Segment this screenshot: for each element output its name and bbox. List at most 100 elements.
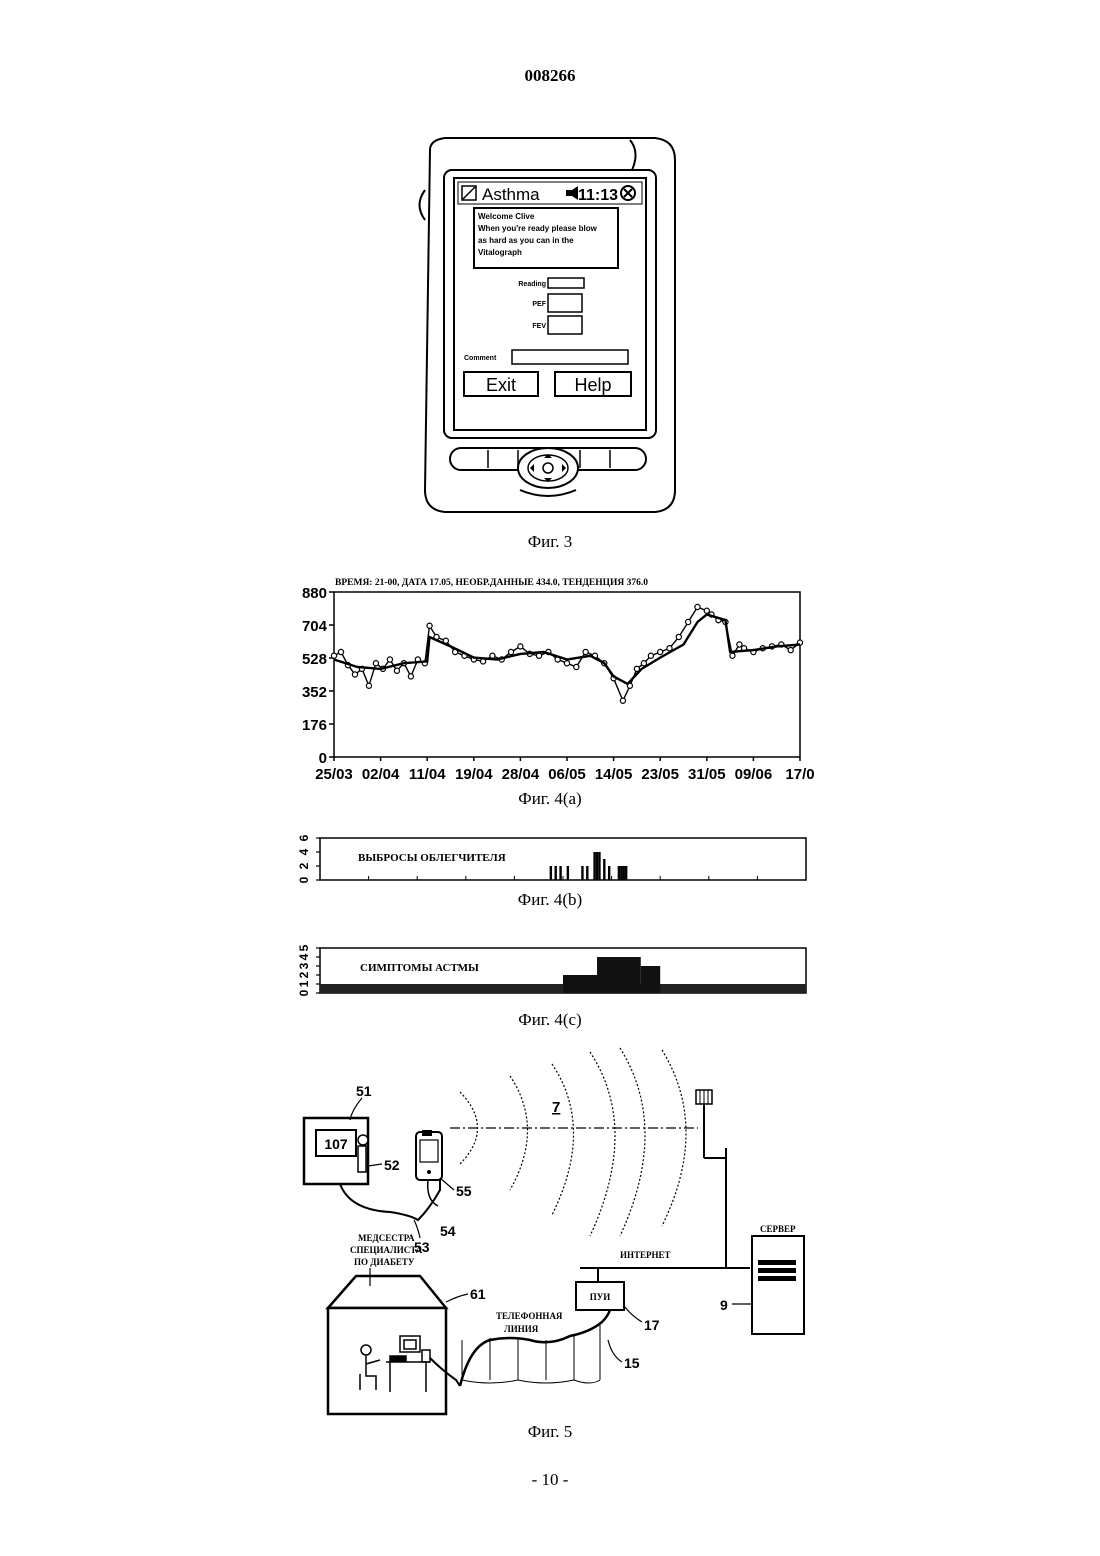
y-tick-label: 1 (297, 980, 311, 987)
y-tick-label: 704 (302, 618, 328, 635)
data-point (408, 674, 413, 679)
clock: 11:13 (578, 187, 618, 204)
nurse-label-2: СПЕЦИАЛИСТА (350, 1245, 423, 1255)
reliever-bar (550, 866, 552, 880)
fig3-caption: Фиг. 3 (400, 532, 700, 552)
data-point (574, 664, 579, 669)
x-tick-label: 06/05 (548, 766, 586, 783)
close-icon[interactable] (621, 186, 635, 200)
fig4b-label: ВЫБРОСЫ ОБЛЕГЧИТЕЛЯ (358, 852, 506, 864)
ref-15: 15 (624, 1355, 640, 1371)
data-point (704, 608, 709, 613)
y-tick-label: 2 (297, 862, 311, 869)
comment-field[interactable] (512, 350, 628, 364)
nurse-office-building (328, 1276, 446, 1414)
ref-7: 7 (552, 1099, 560, 1116)
symptom-bar (597, 957, 641, 993)
reading-field[interactable] (548, 278, 584, 288)
data-point (730, 653, 735, 658)
app-title: Asthma (482, 185, 540, 204)
ref-61: 61 (470, 1286, 486, 1302)
data-point (648, 653, 653, 658)
x-tick-label: 31/05 (688, 766, 726, 783)
data-point (352, 672, 357, 677)
y-tick-label: 880 (302, 585, 327, 602)
x-tick-label: 17/0 (785, 766, 814, 783)
x-tick-label: 02/04 (362, 766, 400, 783)
data-point (373, 661, 378, 666)
pef-label: PEF (532, 301, 546, 308)
cable-53 (340, 1180, 440, 1220)
comment-label: Comment (464, 355, 497, 362)
nurse-label-1: МЕДСЕСТРА (358, 1233, 415, 1243)
data-point (737, 642, 742, 647)
reliever-bar (593, 852, 595, 880)
fig4b-caption: Фиг. 4(b) (400, 890, 700, 910)
y-tick-label: 352 (302, 684, 327, 701)
radio-waves-icon (460, 1048, 686, 1236)
data-point (490, 653, 495, 658)
y-tick-label: 2 (297, 971, 311, 978)
data-point (658, 649, 663, 654)
dpad-icon[interactable] (518, 448, 578, 488)
y-tick-label: 5 (297, 944, 311, 951)
svg-text:When you're ready please blow: When you're ready please blow (478, 224, 598, 233)
phone-line-label-1: ТЕЛЕФОННАЯ (496, 1311, 563, 1321)
symptom-bar (641, 966, 660, 993)
y-tick-label: 0 (319, 750, 327, 767)
data-point (536, 653, 541, 658)
fig5-system-diagram: 107 51 52 53 54 55 7 ИНТЕ (290, 1040, 820, 1425)
reliever-bar (603, 859, 605, 880)
data-point (686, 619, 691, 624)
fig4c-bar-chart: СИМПТОМЫ АСТМЫ 012345 (290, 938, 820, 998)
reliever-bar (555, 866, 557, 880)
ref-55: 55 (456, 1183, 472, 1199)
telephone-line-15 (460, 1310, 610, 1386)
reliever-bar (598, 852, 600, 880)
monitor-value: 107 (324, 1136, 348, 1152)
antenna-mast-icon (696, 1090, 726, 1268)
help-button[interactable]: Help (555, 372, 631, 396)
data-point (508, 649, 513, 654)
document-number: 008266 (0, 66, 1100, 86)
server-icon (752, 1236, 804, 1334)
reliever-bar (559, 866, 561, 880)
y-tick-label: 528 (302, 651, 327, 668)
fig4a-line-chart: 0176352528704880 25/0302/0411/0419/0428/… (290, 582, 820, 787)
y-tick-label: 6 (297, 834, 311, 841)
data-point (583, 649, 588, 654)
data-point (788, 648, 793, 653)
exit-button[interactable]: Exit (464, 372, 538, 396)
ref-51: 51 (356, 1083, 372, 1099)
nurse-label-3: ПО ДИАБЕТУ (354, 1257, 415, 1267)
y-tick-label: 0 (297, 989, 311, 996)
fev-field[interactable] (548, 316, 582, 334)
ref-9: 9 (720, 1297, 728, 1313)
y-tick-label: 0 (297, 876, 311, 883)
data-point (518, 644, 523, 649)
pui-label: ПУИ (590, 1292, 611, 1302)
reliever-bar (567, 866, 569, 880)
data-point (366, 683, 371, 688)
data-point (620, 698, 625, 703)
reliever-bar (625, 866, 627, 880)
data-point (338, 649, 343, 654)
svg-text:Welcome Clive: Welcome Clive (478, 212, 535, 221)
ref-52: 52 (384, 1157, 400, 1173)
symptom-bar (563, 975, 597, 993)
plot-area (334, 592, 800, 757)
fig4a-caption: Фиг. 4(a) (400, 789, 700, 809)
data-point (331, 653, 336, 658)
mobile-phone-icon (416, 1130, 442, 1180)
x-tick-label: 25/03 (315, 766, 353, 783)
reliever-bar (586, 866, 588, 880)
svg-text:Help: Help (574, 375, 611, 395)
x-tick-label: 14/05 (595, 766, 633, 783)
pef-field[interactable] (548, 294, 582, 312)
reading-label: Reading (518, 281, 546, 288)
patient-figure-icon (358, 1135, 368, 1172)
y-tick-label: 3 (297, 962, 311, 969)
fev-label: FEV (532, 323, 546, 330)
data-point (387, 657, 392, 662)
data-point (394, 668, 399, 673)
